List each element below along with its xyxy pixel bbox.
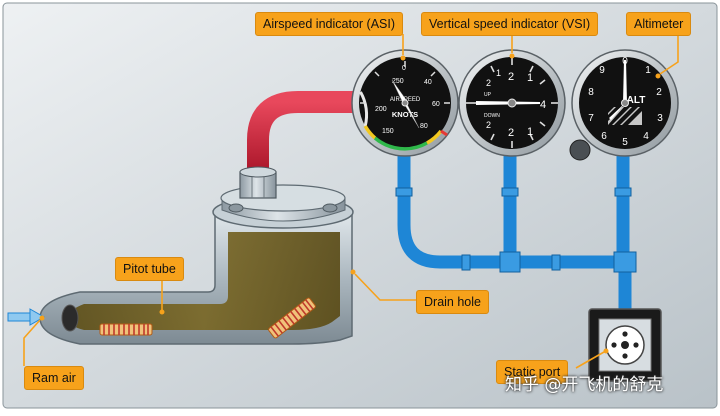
altimeter-long-needle <box>623 60 627 103</box>
asi-scale-40: 40 <box>424 79 432 86</box>
asi-scale-80: 80 <box>420 123 428 130</box>
asi-face-knots: KNOTS <box>392 110 418 119</box>
altimeter-gauge: 0 1 2 3 4 5 6 7 8 9 ALT <box>569 49 679 161</box>
vsi-scale-4: 4 <box>540 99 546 111</box>
alt-scale-4: 4 <box>643 131 649 142</box>
alt-scale-1: 1 <box>645 65 651 76</box>
pitot-tube-assembly <box>39 166 354 345</box>
asi-scale-0: 0 <box>402 65 406 72</box>
static-port-label: Static port <box>496 360 569 384</box>
leader-ram-air <box>23 319 41 366</box>
ram-air-label: Ram air <box>24 366 84 390</box>
alt-scale-2: 2 <box>656 87 662 98</box>
leader-static-port <box>575 351 605 369</box>
watermark: 知乎 @开飞机的舒克 <box>505 375 664 395</box>
vsi-face-down: DOWN <box>484 113 500 119</box>
vsi-label: Vertical speed indicator (VSI) <box>421 12 599 36</box>
leader-altimeter <box>659 34 679 75</box>
alt-scale-7: 7 <box>588 113 594 124</box>
vsi-scale-up-2: 2 <box>508 71 514 83</box>
heater-element-rear <box>268 297 316 339</box>
asi-scale-150: 150 <box>382 128 394 135</box>
pitot-tube-label: Pitot tube <box>115 257 184 281</box>
alt-scale-9: 9 <box>599 65 605 76</box>
pitot-pressure-line <box>247 91 362 175</box>
vsi-face-up: UP <box>484 92 492 98</box>
airspeed-indicator-gauge: 250 200 150 40 60 80 0 AIRSPEED KNOTS <box>351 49 459 157</box>
drain-hole-label: Drain hole <box>416 290 489 314</box>
vertical-speed-indicator-gauge: 2 1 4 2 1 2 1 2 UP DOWN <box>458 49 566 157</box>
altimeter-label: Altimeter <box>626 12 692 36</box>
alt-scale-5: 5 <box>622 137 628 148</box>
altimeter-short-needle <box>609 102 626 120</box>
heater-element-front <box>99 323 153 336</box>
vsi-scale-left-up-1: 1 <box>496 68 501 78</box>
static-line-asi-branch <box>397 150 625 269</box>
vsi-scale-left-down-2: 2 <box>486 120 491 130</box>
vsi-scale-down-2: 2 <box>508 127 514 139</box>
vsi-scale-up-1: 1 <box>527 72 533 84</box>
callout-leaders <box>23 34 679 369</box>
asi-scale-200: 200 <box>375 106 387 113</box>
air-chamber <box>68 232 340 330</box>
alt-face-label: ALT <box>627 95 646 106</box>
alt-scale-8: 8 <box>588 87 594 98</box>
alt-scale-3: 3 <box>657 113 663 124</box>
static-line-altimeter-branch <box>616 150 632 310</box>
ram-air-arrow <box>7 308 46 326</box>
tube-opening <box>61 304 79 332</box>
static-line-joints <box>395 187 637 273</box>
vsi-scale-down-1: 1 <box>527 126 533 138</box>
altimeter-setting-knob[interactable] <box>569 139 591 161</box>
vsi-scale-left-up-2: 2 <box>486 78 491 88</box>
static-port-fitting <box>588 308 662 382</box>
asi-label: Airspeed indicator (ASI) <box>255 12 404 36</box>
asi-scale-60: 60 <box>432 101 440 108</box>
alt-scale-6: 6 <box>601 131 607 142</box>
leader-drain-hole <box>354 273 416 301</box>
asi-scale-250: 250 <box>392 78 404 85</box>
